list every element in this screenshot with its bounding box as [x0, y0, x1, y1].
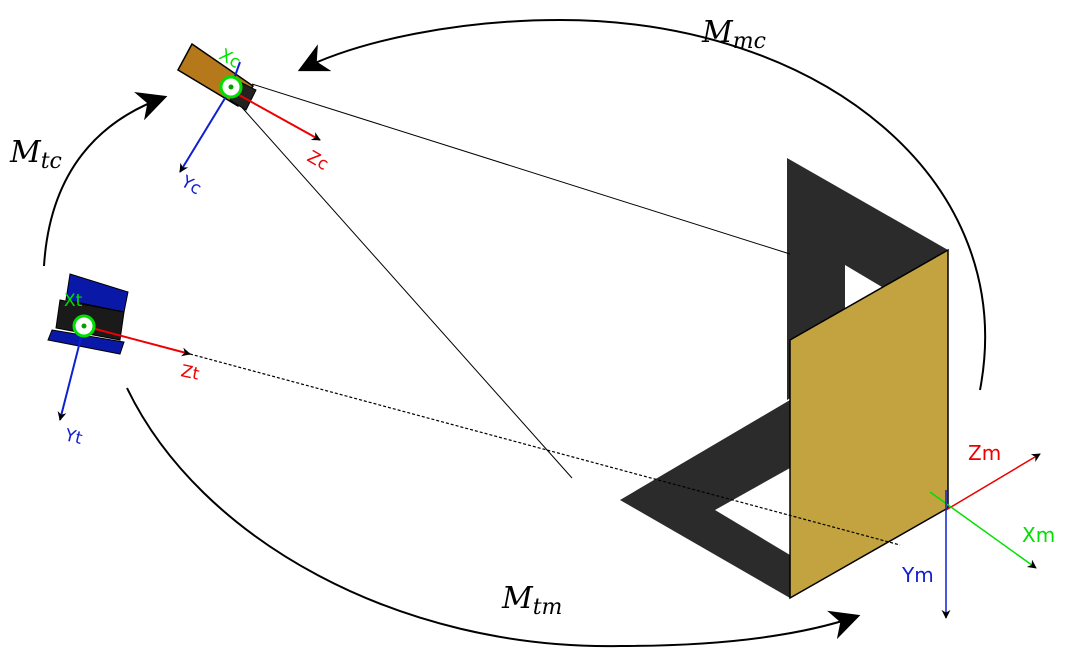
marker-y-label: Ym [901, 563, 934, 587]
camera-y-axis [179, 89, 231, 173]
camera-y-label: Yc [177, 172, 205, 200]
marker-z-label: Zm [968, 441, 1001, 465]
tracker-y-axis [57, 325, 85, 421]
tracker-bottom [47, 329, 125, 355]
arc-m-mc [297, 18, 986, 391]
label-m-mc: Mmc [701, 15, 766, 54]
transform-arcs [43, 18, 986, 648]
marker-frame: Zm Xm Ym [901, 441, 1055, 619]
sight-lines [189, 83, 901, 546]
marker-horizontal-hole [715, 468, 790, 555]
label-m-tm: Mtm [501, 581, 562, 620]
label-m-tc: Mtc [9, 135, 62, 174]
tracker-z-axis [83, 325, 191, 357]
marker-target [620, 158, 949, 600]
camera-z-axis [229, 89, 321, 141]
arc-m-tc [43, 92, 168, 267]
tracker-y-label: Yt [62, 425, 85, 449]
marker-x-label: Xm [1022, 523, 1055, 547]
marker-vertical-hole [845, 265, 882, 308]
tracker: Xt Zt Yt [47, 273, 201, 449]
tracker-z-label: Zt [179, 361, 201, 384]
camera-z-label: Zc [304, 147, 332, 175]
marker-z-axis [945, 453, 1041, 511]
marker-x-axis [929, 491, 1037, 569]
arc-m-tm [126, 387, 861, 648]
tracker-x-label: Xt [64, 291, 83, 311]
